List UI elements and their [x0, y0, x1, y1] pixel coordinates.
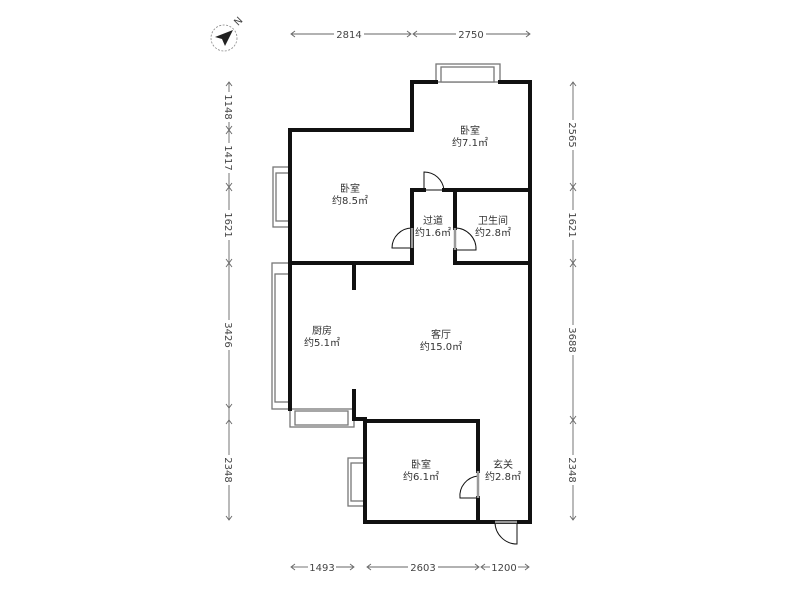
door-bathroom	[454, 227, 477, 251]
room-name-kitchen: 厨房	[312, 324, 332, 337]
room-area-corridor: 约1.6㎡	[415, 226, 451, 239]
dim-bottom-1: 1493	[309, 563, 334, 574]
windows	[271, 63, 501, 507]
compass-ring	[210, 24, 238, 52]
room-area-bedroom-south: 约6.1㎡	[403, 470, 439, 483]
dim-left-1: 1148	[222, 94, 233, 119]
room-name-bedroom-south: 卧室	[411, 458, 431, 471]
dim-right-3: 3688	[566, 327, 577, 352]
dim-bottom-2: 2603	[410, 563, 435, 574]
dim-left-3: 1621	[222, 212, 233, 237]
dimension-top: 2814 2750	[290, 30, 531, 41]
room-area-bedroom-west: 约8.5㎡	[332, 194, 368, 207]
door-north-bedroom	[423, 171, 445, 191]
dimension-right: 2565 1621 3688 2348	[566, 81, 578, 521]
dim-right-2: 1621	[566, 212, 577, 237]
compass: N	[210, 15, 245, 52]
room-name-living-room: 客厅	[431, 328, 451, 341]
dim-bottom-3: 1200	[491, 563, 516, 574]
room-name-bedroom-west: 卧室	[340, 182, 360, 195]
room-name-entrance: 玄关	[493, 458, 513, 471]
room-area-kitchen: 约5.1㎡	[304, 336, 340, 349]
room-name-bedroom-north: 卧室	[460, 124, 480, 137]
dim-left-4: 3426	[222, 322, 233, 347]
dim-left-2: 1417	[222, 145, 233, 170]
dim-left-5: 2348	[222, 457, 233, 482]
dimension-left: 1148 1417 1621 3426 2348	[222, 81, 234, 521]
dim-right-1: 2565	[566, 122, 577, 147]
dimension-bottom: 1493 2603 1200	[290, 563, 530, 574]
dim-right-4: 2348	[566, 457, 577, 482]
walls	[288, 80, 532, 524]
north-arrow-icon	[215, 30, 233, 46]
room-area-bathroom: 约2.8㎡	[475, 226, 511, 239]
door-south-bedroom	[459, 471, 479, 499]
door-west-bedroom	[391, 227, 413, 249]
doors	[391, 171, 518, 545]
room-area-living-room: 约15.0㎡	[420, 340, 462, 353]
dim-top-1: 2814	[336, 30, 361, 41]
room-labels: 卧室 约7.1㎡ 卧室 约8.5㎡ 过道 约1.6㎡ 卫生间 约2.8㎡ 厨房 …	[304, 124, 521, 483]
door-entrance	[494, 521, 518, 545]
room-area-bedroom-north: 约7.1㎡	[452, 136, 488, 149]
compass-label: N	[232, 15, 245, 28]
room-name-corridor: 过道	[423, 214, 443, 227]
dim-top-2: 2750	[458, 30, 483, 41]
room-area-entrance: 约2.8㎡	[485, 470, 521, 483]
room-name-bathroom: 卫生间	[478, 214, 508, 227]
